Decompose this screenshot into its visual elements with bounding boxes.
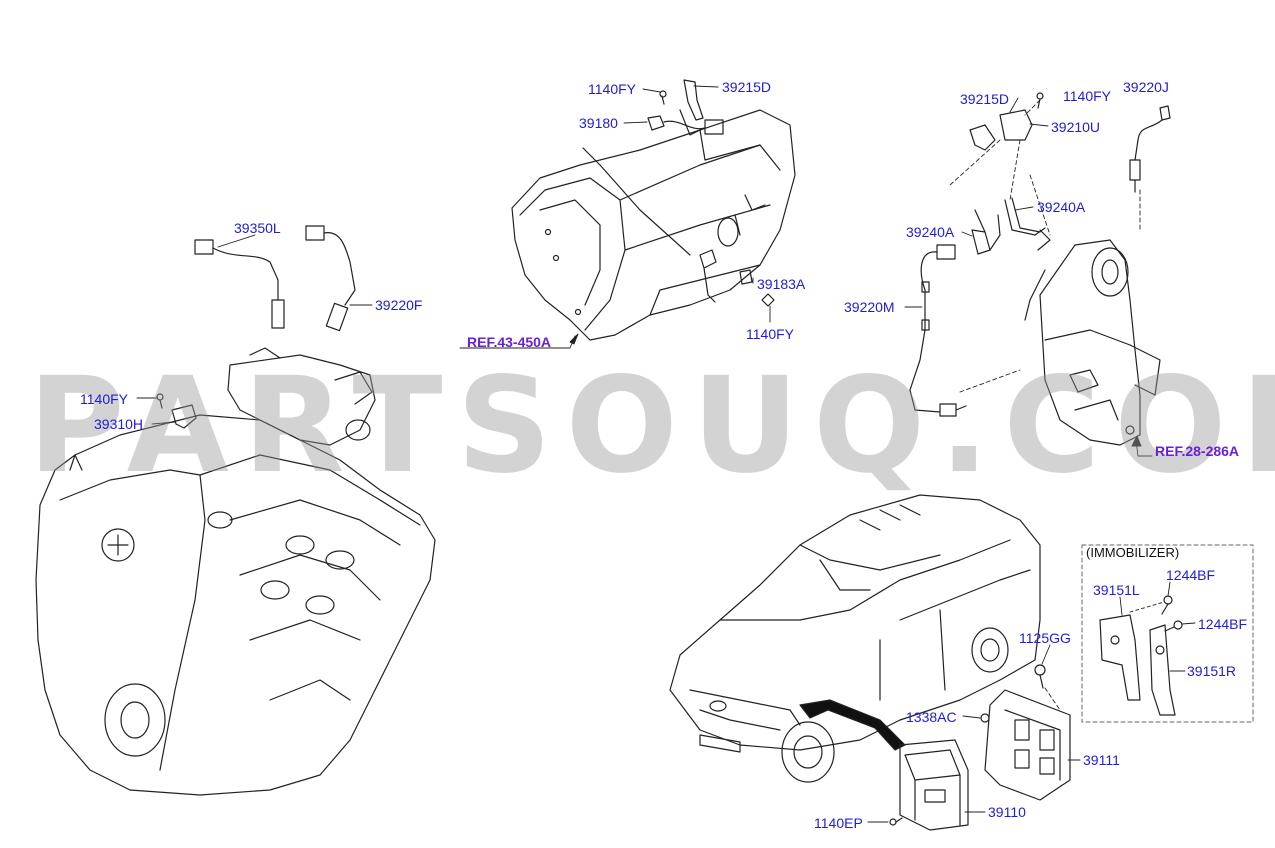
part-label-39111[interactable]: 39111: [1083, 752, 1120, 768]
leader-lines-ecu-dashed: [1044, 687, 1061, 711]
part-label-39210u[interactable]: 39210U: [1051, 119, 1101, 135]
leader-lines-right: [949, 99, 1141, 393]
bracket-39111-drawing: [984, 689, 1071, 801]
part-label-39215d-trans[interactable]: 39215D: [722, 79, 772, 95]
vehicle-drawing: [669, 494, 1041, 783]
part-label-39240a-left[interactable]: 39240A: [906, 224, 955, 240]
ref-link-28-286a[interactable]: REF.28-286A: [1155, 443, 1240, 459]
ref-link-43-450a[interactable]: REF.43-450A: [467, 334, 552, 350]
transmission-drawing: [511, 109, 796, 341]
sensor-39310H-drawing: [156, 393, 197, 429]
part-label-1140fy-trans-top[interactable]: 1140FY: [588, 81, 636, 97]
leader-lines-immobilizer-dashed: [1129, 601, 1165, 613]
bracket-39151L-drawing: [1099, 614, 1141, 701]
sensor-39180-drawing: [647, 90, 724, 135]
part-label-39183a[interactable]: 39183A: [757, 276, 806, 292]
bracket-39215D-trans-drawing: [683, 79, 704, 121]
bracket-39151R-drawing: [1149, 624, 1176, 716]
part-label-1125gg[interactable]: 1125GG: [1019, 630, 1071, 646]
bracket-39183A-drawing: [739, 269, 775, 307]
part-label-1140ep[interactable]: 1140EP: [814, 815, 863, 831]
immobilizer-box: [1081, 544, 1254, 723]
leader-lines-right-solid: [904, 97, 1153, 457]
part-label-39220f[interactable]: 39220F: [375, 297, 423, 313]
part-label-1140fy-engine[interactable]: 1140FY: [80, 391, 128, 407]
leader-lines-engine: [136, 234, 373, 425]
part-label-39215d-right[interactable]: 39215D: [960, 91, 1010, 107]
part-label-39220m[interactable]: 39220M: [844, 299, 895, 315]
part-label-39180[interactable]: 39180: [579, 115, 618, 131]
part-label-39240a-right[interactable]: 39240A: [1037, 199, 1086, 215]
leader-lines-ecu: [867, 644, 1081, 823]
sensor-39220J-drawing: [1129, 105, 1171, 193]
part-label-1244bf-top[interactable]: 1244BF: [1166, 567, 1216, 583]
ecu-39110-drawing: [899, 739, 969, 831]
sensor-39350L-drawing: [194, 239, 285, 329]
engine-drawing: [35, 414, 436, 796]
catalytic-converter-drawing: [1024, 229, 1161, 446]
part-label-1140fy-right[interactable]: 1140FY: [1063, 88, 1111, 104]
hose-39240A-drawing: [971, 197, 1046, 255]
leader-lines-transmission: [459, 85, 771, 349]
exhaust-manifold-drawing: [227, 347, 376, 446]
immobilizer-caption: (IMMOBILIZER): [1086, 545, 1180, 560]
part-label-39350l[interactable]: 39350L: [234, 220, 281, 236]
part-label-1140fy-trans-bottom[interactable]: 1140FY: [746, 326, 794, 342]
part-label-39151r[interactable]: 39151R: [1187, 663, 1237, 679]
part-label-1338ac[interactable]: 1338AC: [906, 709, 957, 725]
leader-lines-immobilizer: [1119, 581, 1196, 672]
fasteners-ecu: [889, 664, 1046, 826]
ecu-arrow: [799, 699, 906, 751]
part-label-39151l[interactable]: 39151L: [1093, 582, 1140, 598]
part-label-39310h[interactable]: 39310H: [94, 416, 144, 432]
part-label-39220j[interactable]: 39220J: [1123, 79, 1169, 95]
part-label-1244bf-right[interactable]: 1244BF: [1198, 616, 1248, 632]
sensor-39220F-drawing: [305, 225, 356, 332]
part-label-39110[interactable]: 39110: [988, 804, 1026, 820]
sensor-39220M-drawing: [909, 244, 967, 417]
bolts-1244BF: [1161, 595, 1183, 632]
